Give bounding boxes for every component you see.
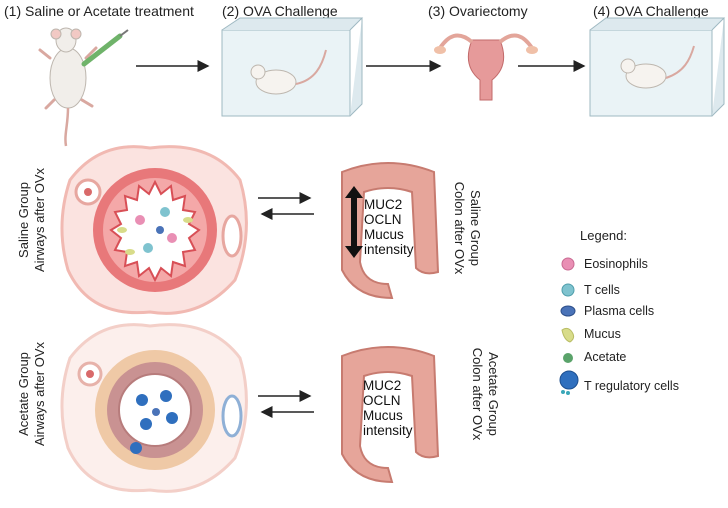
acetate-colon-graphic: [341, 346, 440, 484]
group-name: Saline Group: [16, 182, 31, 258]
step-4-title: (4) OVA Challenge: [593, 3, 709, 19]
saline-airway-label: Saline Group Airways after OVx: [16, 155, 48, 285]
uterus-icon: [434, 33, 538, 101]
tissue-name: Colon after OVx: [452, 181, 467, 275]
group-name: Saline Group: [468, 190, 483, 266]
saline-exchange-arrows: [258, 192, 314, 220]
group-name: Acetate Group: [486, 352, 501, 436]
saline-colon-markers: MUC2 OCLN Mucus intensity: [364, 197, 414, 257]
group-name: Acetate Group: [16, 352, 31, 436]
saline-colon-graphic: [341, 162, 440, 300]
t-cell-icon: [561, 283, 575, 297]
acetate-colon-label: Acetate Group Colon after OVx: [469, 329, 501, 459]
legend-label: Plasma cells: [584, 304, 655, 318]
legend-item-eosinophils: [558, 256, 578, 277]
acetate-exchange-arrows: [258, 390, 314, 418]
legend-item-t-regulatory-cells: [558, 370, 580, 401]
mucus-icon: [561, 327, 575, 343]
acetate-icon: [563, 353, 573, 363]
mouse-syringe-icon: [38, 27, 129, 147]
legend-item-plasma-cells: [558, 303, 578, 324]
marker-muc2: MUC2: [363, 378, 402, 393]
legend-label: Mucus: [584, 327, 621, 341]
marker-intensity: intensity: [363, 423, 413, 438]
legend-title: Legend:: [580, 228, 627, 243]
marker-ocln: OCLN: [364, 212, 402, 227]
saline-airway-graphic: [60, 145, 248, 315]
ova-chamber-icon: [589, 17, 726, 117]
legend-item-acetate: [558, 350, 578, 371]
legend-item-t-cells: [558, 282, 578, 303]
tissue-name: Airways after OVx: [32, 341, 47, 447]
plasma-cell-icon: [560, 305, 576, 317]
workflow-graphic: [38, 17, 726, 147]
tissue-name: Airways after OVx: [32, 167, 47, 273]
marker-ocln: OCLN: [363, 393, 401, 408]
t-regulatory-cell-icon: [559, 370, 579, 395]
step-2-title: (2) OVA Challenge: [222, 3, 338, 19]
tissue-name: Colon after OVx: [470, 347, 485, 441]
marker-mucus: Mucus: [363, 408, 403, 423]
marker-intensity: intensity: [364, 242, 414, 257]
legend-label: T regulatory cells: [584, 379, 679, 393]
acetate-airway-label: Acetate Group Airways after OVx: [16, 329, 48, 459]
legend-label: Acetate: [584, 350, 627, 364]
ova-chamber-icon: [221, 17, 364, 117]
legend-label: Eosinophils: [584, 257, 648, 271]
saline-colon-label: Saline Group Colon after OVx: [451, 163, 483, 293]
step-1-title: (1) Saline or Acetate treatment: [4, 3, 194, 19]
acetate-colon-markers: MUC2 OCLN Mucus intensity: [363, 378, 413, 438]
acetate-airway-graphic: [60, 323, 248, 493]
legend-label: T cells: [584, 283, 620, 297]
marker-mucus: Mucus: [364, 227, 404, 242]
up-down-arrow-icon: [345, 186, 363, 258]
legend-item-mucus: [558, 326, 578, 349]
marker-muc2: MUC2: [364, 197, 403, 212]
eosinophil-icon: [561, 257, 575, 271]
step-3-title: (3) Ovariectomy: [428, 3, 528, 19]
